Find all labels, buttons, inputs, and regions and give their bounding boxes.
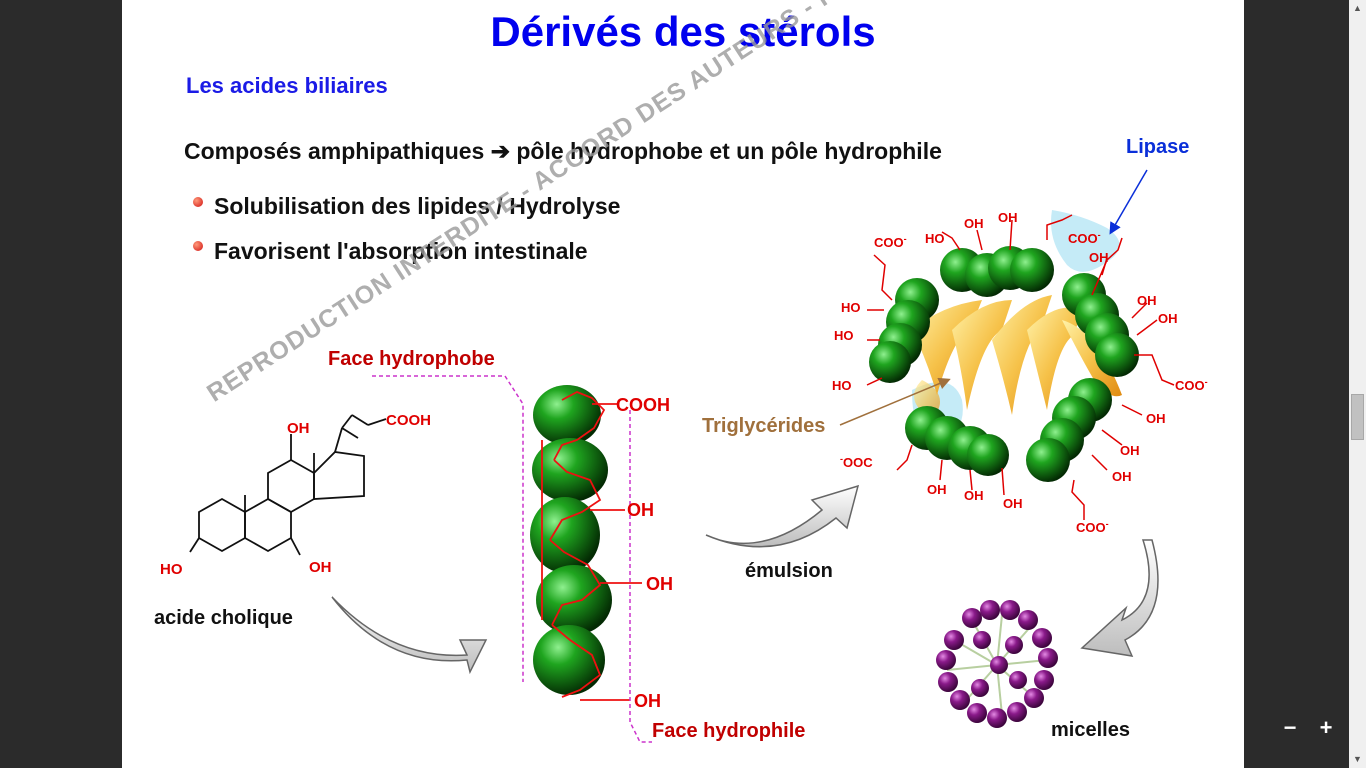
slide: Dérivés des stérols Les acides biliaires…	[122, 0, 1244, 768]
right-margin	[1244, 0, 1349, 768]
bullet-icon	[193, 197, 203, 207]
svg-text:COOH: COOH	[386, 412, 431, 429]
micelle-cluster	[936, 600, 1058, 728]
svg-text:-OOC: -OOC	[840, 454, 873, 470]
svg-text:OH: OH	[1089, 250, 1109, 265]
svg-text:HO: HO	[834, 328, 854, 343]
svg-text:COO-: COO-	[1068, 230, 1101, 246]
scrollbar-thumb[interactable]	[1351, 394, 1364, 440]
bile-acid-diagram: COOH OH HO OH acide cholique Face hydrop…	[154, 136, 1208, 743]
svg-text:HO: HO	[160, 561, 183, 578]
svg-text:OH: OH	[287, 420, 310, 437]
svg-text:COO-: COO-	[1076, 519, 1109, 535]
scroll-up-icon[interactable]: ▲	[1353, 3, 1362, 13]
svg-text:COO-: COO-	[1175, 377, 1208, 393]
svg-text:OH: OH	[634, 691, 661, 711]
face-brackets	[372, 375, 652, 743]
svg-text:OH: OH	[927, 482, 947, 497]
vertical-scrollbar[interactable]: ▲ ▼	[1349, 0, 1366, 768]
face-hydrophobe-label: Face hydrophobe	[328, 348, 495, 370]
model-group-labels: COOH OH OH OH	[616, 395, 673, 711]
svg-text:OH: OH	[1146, 411, 1166, 426]
svg-text:OH: OH	[1158, 311, 1178, 326]
svg-text:OH: OH	[1137, 293, 1157, 308]
bullet-item-absorption: Favorisent l'absorption intestinale	[214, 238, 588, 264]
left-margin	[0, 0, 122, 768]
zoom-in-button[interactable]: +	[1319, 715, 1333, 740]
curved-arrow-to-model	[331, 596, 488, 675]
svg-text:OH: OH	[1120, 443, 1140, 458]
svg-text:COOH: COOH	[616, 395, 670, 415]
cholic-acid-name: acide cholique	[154, 607, 293, 629]
emulsion-group-labels: COO- COO- COO- COO- -OOC HO HO HO HO OH …	[832, 210, 1208, 535]
slide-subtitle: Les acides biliaires	[186, 73, 388, 98]
bile-acid-spheres	[869, 246, 1139, 482]
curved-arrow-to-emulsion	[705, 484, 860, 548]
main-statement: Composés amphipathiques ➔ pôle hydrophob…	[184, 138, 942, 164]
triglycerides-shape	[912, 295, 1122, 420]
zoom-out-button[interactable]: −	[1283, 715, 1297, 740]
curved-arrow-to-micelles	[1080, 539, 1159, 657]
svg-text:OH: OH	[309, 559, 332, 576]
emulsion-droplet	[866, 210, 1175, 520]
micelles-label: micelles	[1051, 719, 1130, 741]
bullet-icon	[193, 241, 203, 251]
svg-text:OH: OH	[964, 488, 984, 503]
bullet-item-solubilisation: Solubilisation des lipides / Hydrolyse	[214, 193, 621, 219]
cholic-acid-labels: COOH OH HO OH	[160, 412, 431, 578]
svg-text:OH: OH	[627, 500, 654, 520]
bile-acid-3d-model	[530, 385, 642, 701]
svg-text:OH: OH	[998, 210, 1018, 225]
slide-title: Dérivés des stérols	[490, 8, 876, 55]
emulsion-label: émulsion	[745, 560, 833, 582]
svg-text:OH: OH	[1003, 496, 1023, 511]
svg-text:OH: OH	[1112, 469, 1132, 484]
svg-text:HO: HO	[832, 378, 852, 393]
face-hydrophile-label: Face hydrophile	[652, 720, 805, 742]
carboxylate-chains	[866, 214, 1175, 520]
svg-text:OH: OH	[964, 216, 984, 231]
cholic-acid-structure	[189, 414, 387, 556]
lipase-label: Lipase	[1126, 136, 1189, 158]
svg-text:HO: HO	[841, 300, 861, 315]
triglycerides-label: Triglycérides	[702, 415, 825, 437]
scroll-down-icon[interactable]: ▼	[1353, 754, 1362, 764]
svg-text:HO: HO	[925, 231, 945, 246]
svg-text:OH: OH	[646, 574, 673, 594]
svg-text:COO-: COO-	[874, 234, 907, 250]
